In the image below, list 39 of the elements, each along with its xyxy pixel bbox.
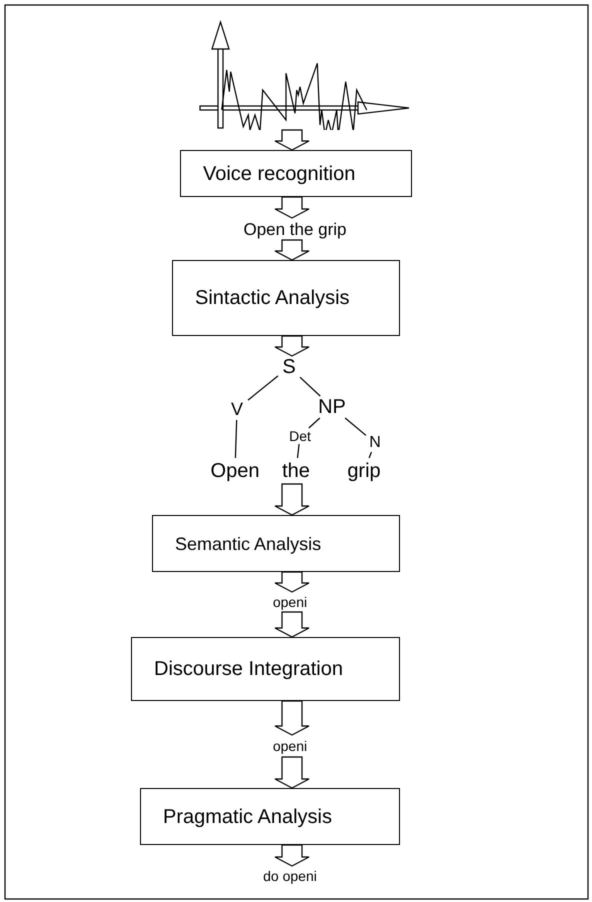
block-arrow	[274, 571, 310, 593]
process-box	[180, 150, 412, 197]
block-arrow	[274, 335, 310, 357]
tree-branch-line	[344, 418, 366, 436]
process-box	[172, 260, 400, 336]
step-label: Sintactic Analysis	[195, 288, 350, 308]
parse-tree-label: grip	[347, 461, 381, 481]
intermediate-output-text: do openi	[263, 869, 317, 883]
process-box	[140, 788, 400, 845]
intermediate-output-text: openi	[272, 595, 308, 609]
step-label: Voice recognition	[203, 164, 356, 184]
step-label: Discourse Integration	[154, 659, 343, 679]
tree-branch-line	[368, 452, 372, 458]
tree-branch-line	[296, 444, 300, 458]
intermediate-output-text: Open the grip	[243, 220, 346, 238]
parse-tree-label: Det	[289, 429, 311, 443]
block-arrow	[274, 483, 310, 516]
tree-branch-line	[308, 418, 320, 428]
step-label: Pragmatic Analysis	[163, 806, 332, 826]
parse-tree-label: the	[282, 461, 310, 481]
block-arrow	[274, 239, 310, 261]
block-arrow	[274, 196, 310, 219]
tree-branch-line	[248, 375, 278, 401]
process-box	[131, 637, 400, 701]
step-label: Semantic Analysis	[175, 534, 322, 552]
tree-branch-line	[234, 420, 238, 458]
block-arrow	[274, 611, 310, 638]
parse-tree-label: N	[369, 435, 381, 451]
tree-branch-line	[300, 376, 321, 396]
block-arrow	[274, 756, 310, 789]
intermediate-output-text: openi	[272, 739, 308, 753]
parse-tree-label: NP	[318, 397, 346, 417]
block-arrow	[274, 844, 310, 867]
parse-tree-label: Open	[210, 461, 260, 481]
parse-tree-label: S	[282, 357, 296, 377]
process-box	[152, 515, 400, 572]
parse-tree-label: V	[230, 400, 243, 418]
block-arrow	[274, 129, 310, 151]
block-arrow	[274, 700, 310, 736]
